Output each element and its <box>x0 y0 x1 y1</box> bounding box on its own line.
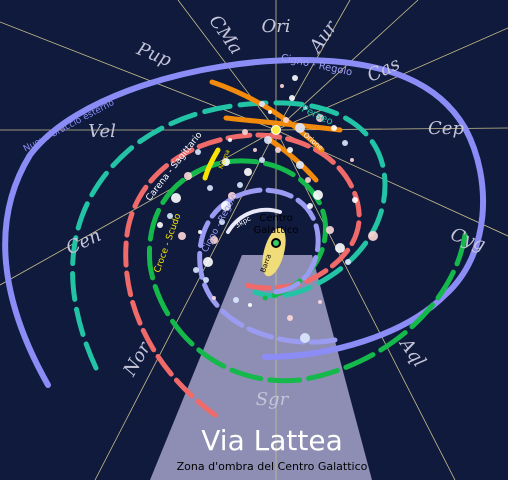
star-cluster <box>242 129 248 135</box>
star-cluster <box>221 201 231 211</box>
star-cluster <box>193 267 199 273</box>
constellation-label-sgr: Sgr <box>256 389 290 410</box>
star-cluster <box>228 192 236 200</box>
star-cluster <box>259 101 265 107</box>
star-cluster <box>167 213 173 219</box>
star-cluster <box>259 157 265 163</box>
star-cluster <box>368 231 378 241</box>
star-cluster <box>342 140 348 146</box>
star-cluster <box>350 158 354 162</box>
diagram-title: Via Lattea <box>201 424 342 457</box>
star-cluster <box>253 148 257 152</box>
star-cluster <box>283 117 289 123</box>
star-cluster <box>264 136 272 144</box>
constellation-label-ori: Ori <box>261 16 290 37</box>
star-cluster <box>207 185 213 191</box>
star-cluster <box>295 123 305 133</box>
diagram-subtitle: Zona d'ombra del Centro Galattico <box>177 460 368 473</box>
star-cluster <box>345 259 351 265</box>
star-cluster <box>219 219 225 225</box>
star-cluster <box>313 190 323 200</box>
galactic-center-core <box>273 240 279 246</box>
star-cluster <box>268 110 272 114</box>
star-cluster <box>233 297 239 303</box>
star-cluster <box>292 75 298 81</box>
star-cluster <box>316 114 324 122</box>
star-cluster <box>157 222 163 228</box>
star-cluster <box>307 203 313 209</box>
star-cluster <box>171 193 181 203</box>
galactic-center-label-line2: Galattico <box>253 225 298 236</box>
star-cluster <box>222 158 230 166</box>
star-cluster <box>210 236 218 244</box>
star-cluster <box>296 161 304 169</box>
star-cluster <box>212 296 216 300</box>
star-cluster <box>289 95 295 101</box>
star-cluster <box>318 300 322 304</box>
orion-spur <box>209 79 343 183</box>
inner-arm <box>197 187 338 345</box>
star-cluster <box>331 125 337 131</box>
star-cluster <box>195 149 201 155</box>
perseus-arm <box>70 100 388 371</box>
star-cluster <box>305 177 311 183</box>
constellation-label-cep: Cep <box>428 118 464 139</box>
star-cluster <box>300 333 310 343</box>
star-cluster <box>303 106 307 110</box>
galactic-center-label-line1: Centro <box>259 213 292 224</box>
star-cluster <box>287 315 293 321</box>
star-cluster <box>280 84 284 88</box>
star-cluster <box>275 147 281 153</box>
galactic-center-shadow <box>150 255 372 480</box>
star-cluster <box>244 168 252 176</box>
three-kpc-arm <box>226 207 282 234</box>
star-cluster <box>237 182 243 188</box>
star-cluster <box>248 303 252 307</box>
star-cluster <box>228 138 232 142</box>
star-cluster <box>184 172 192 180</box>
star-cluster <box>178 232 186 240</box>
star-cluster <box>326 226 334 234</box>
crux-scutum-arm <box>146 158 468 384</box>
star-cluster <box>198 230 202 234</box>
star-cluster <box>203 277 209 283</box>
star-cluster <box>352 197 358 203</box>
star-clusters <box>157 75 378 343</box>
norma-segment <box>202 147 221 181</box>
carina-sagittarius-arm <box>123 132 362 418</box>
star-cluster <box>203 257 213 267</box>
star-cluster <box>335 243 345 253</box>
sun-marker <box>271 125 281 135</box>
constellation-label-vel: Vel <box>88 121 116 142</box>
star-cluster <box>287 147 293 153</box>
